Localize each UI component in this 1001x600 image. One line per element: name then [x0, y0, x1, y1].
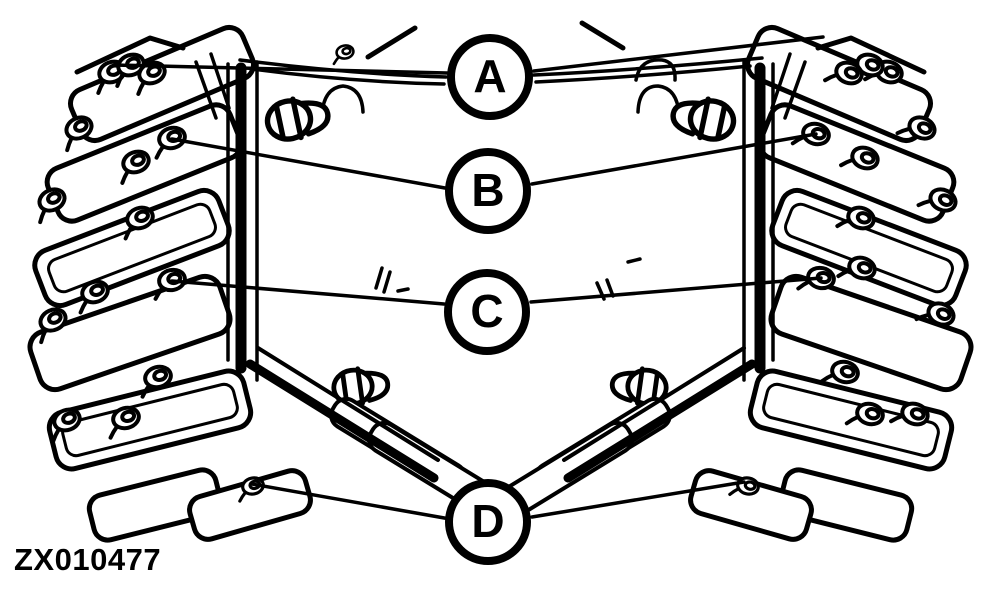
callout-d-label: D: [471, 495, 505, 547]
center-frame: [194, 20, 807, 524]
leader-lines: [113, 35, 825, 521]
callout-b: B: [445, 148, 531, 234]
leader-c-right: [529, 276, 823, 304]
callout-c: C: [444, 269, 530, 355]
leader-d-left: [250, 482, 452, 521]
callout-a: A: [447, 34, 533, 120]
callout-c-label: C: [470, 285, 504, 337]
right-paddle-stack: [688, 24, 974, 543]
left-paddle-stack: [26, 24, 313, 543]
leader-b-right: [530, 132, 818, 186]
leader-c-left: [170, 279, 446, 306]
leader-a-left: [113, 63, 449, 75]
leader-a-right: [532, 35, 825, 73]
leader-d-right: [530, 480, 746, 519]
callout-a-label: A: [473, 50, 507, 102]
callout-d: D: [445, 479, 531, 565]
leader-b-left: [170, 137, 447, 190]
callout-b-label: B: [471, 164, 505, 216]
image-code-label: ZX010477: [14, 542, 162, 577]
